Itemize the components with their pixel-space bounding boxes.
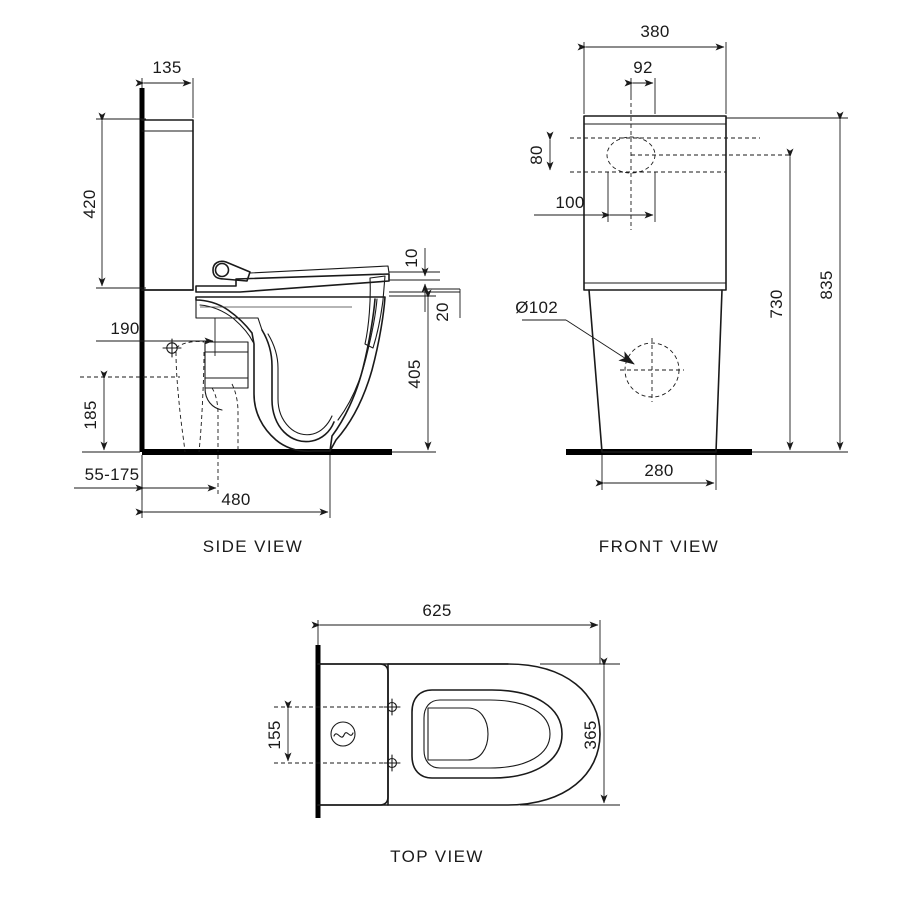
dim-20-text: 20 — [433, 302, 452, 322]
seat-ring-outer-top — [411, 689, 563, 779]
outlet-center-mark-side — [162, 338, 182, 358]
dim-280-text: 280 — [644, 461, 673, 480]
dim-480: 480 — [135, 455, 331, 518]
dim-405-text: 405 — [405, 359, 424, 388]
side-view-label: SIDE VIEW — [203, 537, 303, 556]
dim-102-text: Ø102 — [515, 298, 558, 317]
top-view-group: 625 155 365 TOP VIEW — [265, 601, 620, 866]
skirt-inner-side — [337, 298, 378, 421]
dim-100: 100 — [534, 172, 656, 222]
pan-rim-shelf-side — [195, 299, 263, 331]
dim-625: 625 — [311, 601, 601, 664]
dim-730: 730 — [767, 148, 794, 451]
pan-outer-profile-side — [195, 296, 386, 453]
dim-20: 20 — [389, 283, 461, 322]
dim-835-text: 835 — [817, 270, 836, 299]
pedestal-outline-front — [588, 289, 723, 453]
dim-100-text: 100 — [555, 193, 584, 212]
dim-835: 835 — [726, 111, 848, 453]
ceramic-hatch-side — [364, 275, 386, 349]
cistern-rounded-top — [317, 663, 389, 806]
cistern-outline-side — [141, 119, 194, 291]
dim-730-text: 730 — [767, 289, 786, 318]
hidden-pipe-inner2-side — [231, 383, 239, 452]
hidden-pipe-right-side — [198, 351, 205, 453]
bowl-inner-wall2-side — [267, 333, 333, 436]
dim-80-text: 80 — [527, 145, 546, 165]
dim-480-text: 480 — [221, 490, 250, 509]
dim-155-text: 155 — [265, 720, 284, 749]
dim-80: 80 — [527, 131, 554, 171]
skirt-line-side — [329, 298, 376, 452]
dim-380-text: 380 — [640, 22, 669, 41]
front-view-label: FRONT VIEW — [599, 537, 719, 556]
dim-380: 380 — [577, 22, 727, 114]
outlet-spigot-body-side — [204, 351, 249, 379]
dim-55-175: 55-175 — [74, 455, 219, 500]
dim-190: 190 — [96, 318, 216, 356]
dim-280: 280 — [595, 455, 717, 490]
dim-135-text: 135 — [152, 58, 181, 77]
bowl-inner-wall-side — [261, 329, 335, 443]
dim-92: 92 — [624, 58, 656, 114]
hinge-pivot-side — [214, 262, 230, 278]
side-view-group: 135 420 10 20 405 — [74, 58, 461, 556]
hidden-pipe-inner-side — [211, 387, 219, 452]
outlet-spigot-curve-side — [204, 387, 223, 411]
pan-outline-top — [387, 663, 601, 806]
dim-420: 420 — [80, 112, 146, 289]
seat-ring-inner-top — [423, 699, 551, 769]
outlet-spigot-top-side — [204, 341, 249, 353]
cistern-footprint-top — [317, 663, 389, 806]
hidden-outlet-lead-side — [175, 341, 205, 349]
dim-365: 365 — [520, 657, 620, 806]
top-view-label: TOP VIEW — [390, 847, 484, 866]
dim-10-text: 10 — [402, 248, 421, 268]
dim-185-text: 185 — [81, 400, 100, 429]
seat-hinge-side — [212, 260, 251, 282]
dim-190-text: 190 — [110, 319, 139, 338]
seat-lid-side — [249, 265, 390, 274]
dim-365-text: 365 — [581, 720, 600, 749]
dim-135: 135 — [135, 58, 194, 118]
flush-outlet-top — [427, 707, 489, 761]
dim-625-text: 625 — [422, 601, 451, 620]
front-view-group: Ø102 380 92 80 100 — [515, 22, 848, 556]
dim-10: 10 — [389, 248, 440, 281]
outlet-circle-front — [620, 338, 684, 402]
dim-185: 185 — [80, 370, 180, 453]
dim-92-text: 92 — [633, 58, 653, 77]
dim-155: 155 — [265, 700, 292, 762]
outlet-spigot-bottom-side — [204, 377, 249, 389]
leader-diameter-102: Ø102 — [515, 298, 635, 365]
toilet-seat-side — [195, 273, 390, 293]
dim-420-text: 420 — [80, 189, 99, 218]
dim-55-175-text: 55-175 — [85, 465, 140, 484]
hidden-pipe-left-side — [175, 351, 186, 453]
flush-button-top — [330, 721, 356, 747]
dim-405: 405 — [389, 289, 436, 453]
pan-inner-upper-side — [199, 304, 254, 343]
